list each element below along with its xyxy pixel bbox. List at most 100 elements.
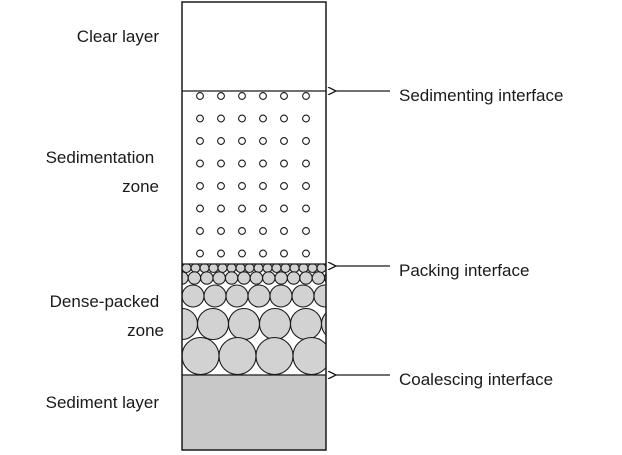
sedimenting-droplet (259, 204, 267, 213)
sedimenting-droplet (196, 159, 204, 168)
packed-droplet (289, 307, 323, 341)
sedimenting-droplet (302, 92, 310, 100)
sedimenting-droplet (280, 227, 288, 235)
packed-droplet (255, 336, 294, 375)
sedimenting-droplet (196, 204, 204, 213)
packed-droplet (258, 307, 292, 341)
sedimenting-droplet (280, 182, 288, 190)
packed-droplet (299, 271, 313, 285)
packed-droplet (217, 264, 228, 274)
packed-droplet (218, 336, 257, 375)
sedimenting-droplet (280, 92, 288, 100)
packed-droplet (247, 284, 271, 308)
sediment-layer-fill (182, 375, 326, 450)
packed-droplet (227, 307, 261, 341)
sedimenting-droplet (280, 114, 288, 123)
sedimenting-droplet (302, 204, 310, 213)
packed-droplet (208, 264, 219, 274)
sedimenting-droplet (280, 204, 288, 213)
packed-droplet (212, 271, 226, 285)
packed-droplet (182, 264, 192, 274)
sedimenting-interface-label: Sedimenting interface (399, 86, 563, 105)
sedimenting-droplet (217, 204, 225, 213)
sedimenting-droplet (238, 204, 246, 213)
sedimenting-droplet (280, 137, 288, 145)
column-outline (181, 1, 327, 451)
packed-droplet (286, 271, 301, 285)
packed-droplet (253, 264, 264, 274)
dense-packed-droplets (182, 264, 326, 375)
dense-packed-zone-label: Dense-packed zone (50, 292, 164, 340)
packed-droplet (190, 264, 201, 274)
packed-droplet (313, 284, 326, 308)
packed-droplet (182, 336, 220, 375)
sedimenting-droplet (238, 249, 246, 258)
packed-droplet (320, 312, 326, 336)
sedimenting-droplet (302, 137, 310, 145)
sedimenting-droplet (217, 159, 225, 168)
sedimenting-droplet (259, 249, 267, 258)
packed-droplet (298, 264, 309, 274)
sedimenting-droplet (196, 137, 204, 145)
sediment-layer-label: Sediment layer (46, 393, 160, 412)
packed-droplet (235, 264, 246, 274)
sedimenting-droplet (280, 249, 288, 258)
packed-droplet (274, 271, 288, 285)
sedimenting-droplet (259, 159, 267, 168)
sedimenting-droplet (238, 227, 246, 235)
coalescing-interface-label: Coalescing interface (399, 370, 553, 389)
packed-droplet (224, 271, 239, 285)
packed-droplet (291, 284, 315, 308)
sedimenting-droplet (259, 114, 267, 123)
packed-droplet (196, 307, 230, 341)
sedimenting-droplet (238, 182, 246, 190)
packed-droplet (203, 284, 227, 308)
sedimenting-droplet (196, 182, 204, 190)
packed-droplet (182, 284, 205, 308)
packed-droplet (271, 264, 282, 274)
sedimenting-droplet (302, 227, 310, 235)
sedimenting-droplet (217, 227, 225, 235)
packed-droplet (249, 271, 264, 285)
sedimenting-droplet (217, 182, 225, 190)
sedimenting-droplet (302, 114, 310, 123)
packed-droplet (200, 271, 214, 285)
packed-droplet (292, 336, 326, 375)
sedimenting-droplet (302, 159, 310, 168)
sedimenting-droplets (196, 92, 310, 258)
sedimenting-droplet (259, 137, 267, 145)
sedimenting-droplet (196, 227, 204, 235)
sedimentation-zone-label: Sedimentation zone (46, 148, 159, 196)
packed-droplet (244, 264, 255, 274)
packed-droplet (316, 264, 326, 274)
sedimenting-droplet (217, 137, 225, 145)
sedimenting-droplet (259, 227, 267, 235)
sedimenting-droplet (280, 159, 288, 168)
sedimenting-droplet (238, 92, 246, 100)
sedimenting-droplet (238, 159, 246, 168)
clear-layer-label: Clear layer (77, 27, 160, 46)
sedimenting-droplet (217, 114, 225, 123)
sedimenting-droplet (238, 114, 246, 123)
packed-droplet (199, 264, 210, 274)
packed-droplet (262, 264, 273, 274)
packed-droplet (237, 271, 251, 285)
packed-droplet (269, 284, 293, 308)
sedimenting-droplet (302, 182, 310, 190)
sedimenting-droplet (196, 114, 204, 123)
packed-droplet (280, 264, 291, 274)
sedimenting-droplet (238, 137, 246, 145)
sedimenting-droplet (259, 92, 267, 100)
packed-droplet (311, 271, 326, 285)
packing-interface-label: Packing interface (399, 261, 529, 280)
sedimenting-droplet (217, 92, 225, 100)
sedimenting-droplet (196, 92, 204, 100)
sedimenting-droplet (196, 249, 204, 258)
packed-droplet (226, 264, 237, 274)
packed-droplet (187, 271, 202, 285)
sedimenting-droplet (259, 182, 267, 190)
packed-droplet (262, 271, 276, 285)
sedimenting-droplet (217, 249, 225, 258)
sedimenting-droplet (302, 249, 310, 258)
